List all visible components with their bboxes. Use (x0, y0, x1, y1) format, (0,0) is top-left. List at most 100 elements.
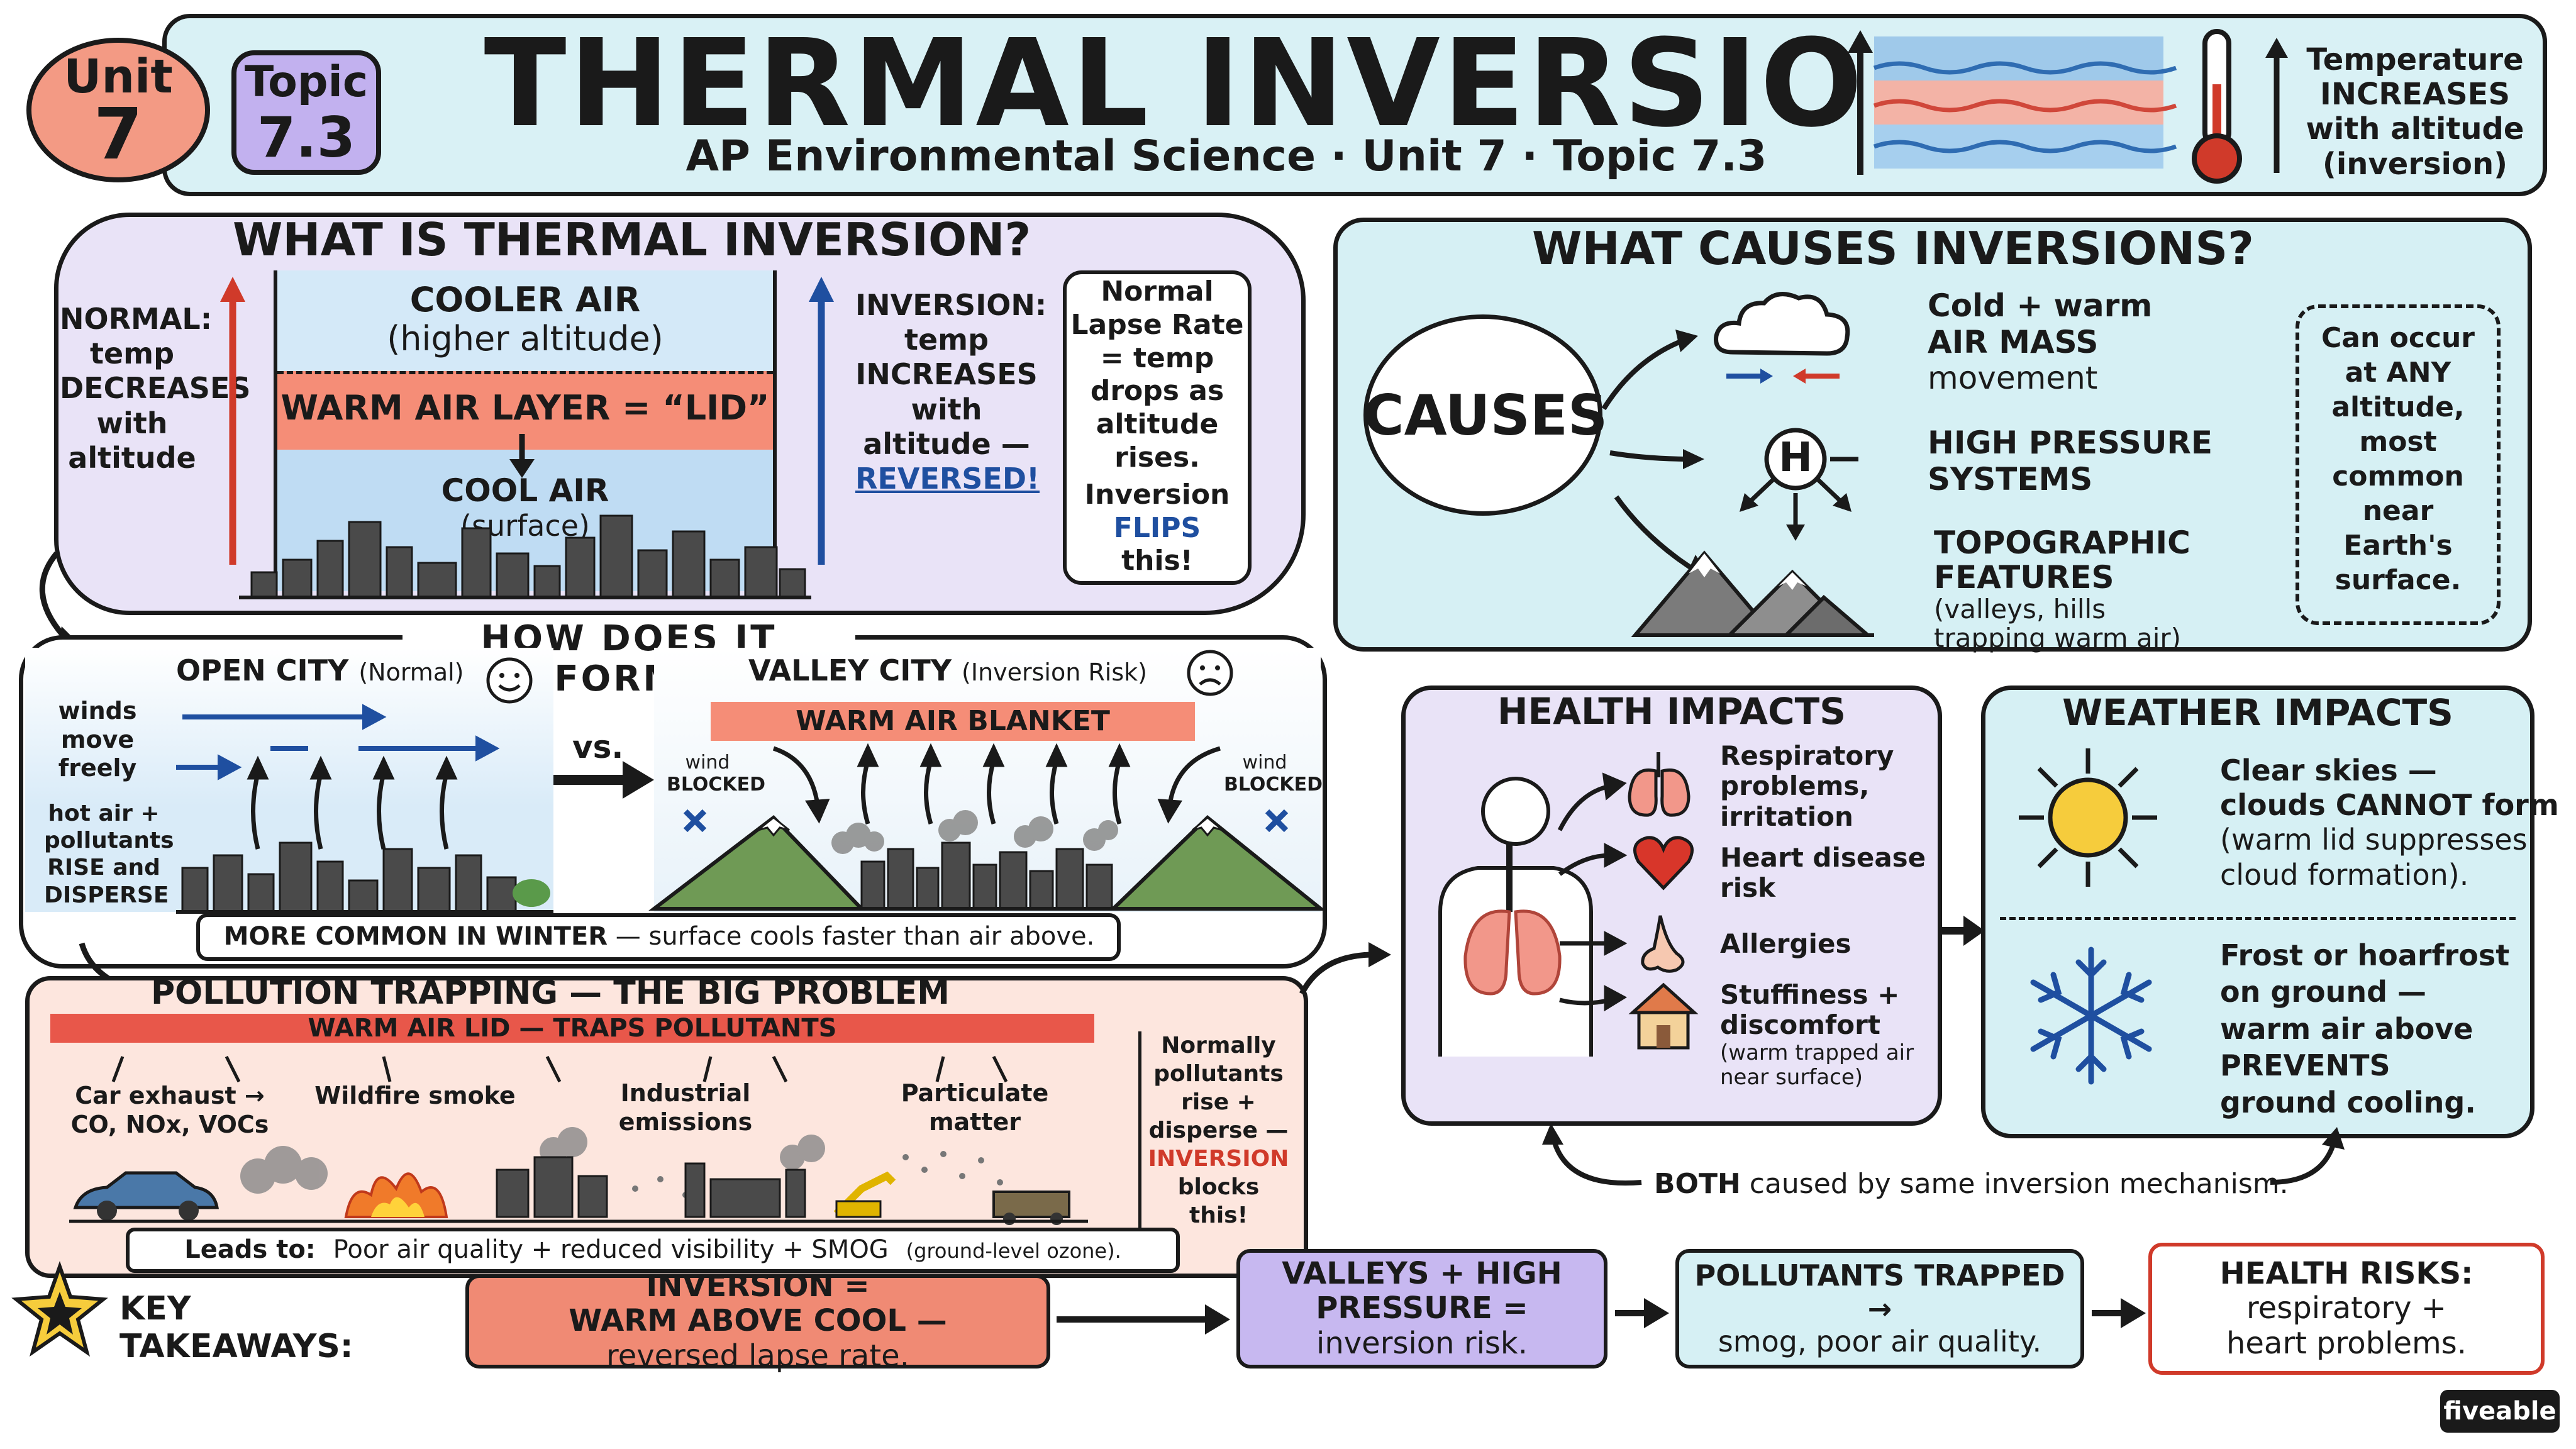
connector-arrow-4 (1942, 916, 1985, 946)
open-city-sub: (Normal) (358, 658, 464, 686)
cause-note-4: most (2359, 426, 2437, 458)
vs-label: vs. (572, 729, 624, 765)
topic-number: 7.3 (257, 105, 355, 170)
cause-1-line-1: Cold + warm (1928, 287, 2153, 324)
cooler-air-line-2: (higher altitude) (387, 319, 663, 359)
connector-arrow-3 (1299, 942, 1391, 996)
house-icon (1628, 982, 1699, 1050)
key-takeaways-label: KEY TAKEAWAYS: (119, 1290, 353, 1366)
heart-line-1: Heart disease (1720, 842, 1926, 873)
takeaway-2-line-1: VALLEYS + HIGH (1282, 1256, 1562, 1292)
cause-2-line-2: SYSTEMS (1928, 460, 2093, 497)
leads-bold: Leads to: (184, 1235, 316, 1264)
open-city-skyline (176, 841, 553, 914)
clear-line-1: Clear skies — (2220, 753, 2437, 787)
takeaway-3-line-2: smog, poor air quality. (1718, 1324, 2042, 1359)
note-line-1: Normal (1101, 275, 1214, 308)
weather-panel (1981, 686, 2534, 1138)
side-end: blocks this! (1177, 1174, 1260, 1228)
health-arrows (1557, 772, 1628, 1012)
stuffiness-sub-2: near surface) (1720, 1064, 1863, 1090)
inversion-line-1: INVERSION: (855, 288, 1047, 322)
stuffiness-sub-1: (warm trapped air (1720, 1040, 1914, 1065)
cause-note-2: at ANY (2345, 357, 2451, 389)
frost-line-3: warm air above (2220, 1011, 2473, 1046)
heart-icon (1633, 836, 1694, 891)
star-icon (11, 1261, 108, 1357)
winds-line-2: move (60, 725, 135, 753)
fiveable-logo[interactable]: fiveable (2440, 1390, 2560, 1433)
causes-side-note (2296, 304, 2501, 625)
respiratory-line-3: irritation (1720, 801, 1853, 832)
inversion-label: INVERSION: temp INCREASES with altitude … (855, 288, 1047, 496)
lapse-rate-text: Normal Lapse Rate = temp drops as altitu… (1069, 275, 1245, 578)
takeaway-1-line-1: INVERSION = (646, 1269, 870, 1304)
cause-note-6: near (2362, 495, 2434, 527)
valley-city-title: VALLEY CITY (Inversion Risk) (748, 654, 1147, 687)
both-arrows (1542, 1123, 2345, 1186)
cause-topographic: TOPOGRAPHIC FEATURES (valleys, hills tra… (1934, 526, 2190, 653)
stuffiness-line-2: discomfort (1720, 1009, 1880, 1041)
source-particulate-line-1: Particulate (901, 1079, 1049, 1107)
warm-air-blanket: WARM AIR BLANKET (711, 702, 1195, 741)
respiratory-line-2: problems, (1720, 770, 1870, 802)
clear-line-3: (warm lid suppresses (2220, 823, 2528, 857)
snowflake-icon (2030, 947, 2152, 1085)
frost-line-2: on ground — (2220, 975, 2427, 1009)
note-flips: FLIPS (1113, 511, 1201, 544)
source-car: Car exhaust → CO, NOx, VOCs (69, 1082, 270, 1139)
winter-note-text: MORE COMMON IN WINTER — surface cools fa… (200, 922, 1118, 951)
takeaway-arrow-1 (1057, 1304, 1230, 1335)
unit-badge (26, 38, 210, 182)
weather-divider (2000, 917, 2516, 920)
cause-note-1: Can occur (2321, 322, 2475, 354)
winter-note (196, 913, 1121, 961)
cause-note-7: Earth's (2343, 530, 2453, 562)
takeaway-4-line-2: respiratory + (2246, 1291, 2446, 1326)
open-city-title: OPEN CITY (Normal) (176, 654, 464, 687)
normal-line-5: altitude (68, 440, 196, 475)
valley-scene (648, 743, 1326, 911)
header-legend-text: Temperature INCREASES with altitude (inv… (2302, 42, 2528, 182)
page-title: THERMAL INVERSION (484, 14, 1969, 154)
hot-air-line-1: hot air + (48, 801, 160, 826)
cause-3-line-1: TOPOGRAPHIC (1934, 525, 2190, 561)
hot-air-line-4: DISPERSE (44, 882, 169, 908)
pollution-heading: POLLUTION TRAPPING — THE BIG PROBLEM (150, 974, 950, 1012)
warm-air-lid: WARM AIR LID — TRAPS POLLUTANTS (50, 1014, 1094, 1043)
frost-line-1: Frost or hoarfrost (2220, 938, 2510, 972)
legend-line-2: INCREASES (2319, 77, 2511, 113)
what-is-heading: WHAT IS THERMAL INVERSION? (233, 213, 1031, 266)
causes-circle (1363, 314, 1602, 516)
city-skyline (239, 514, 811, 599)
unit-number: 7 (94, 94, 143, 175)
winter-rest: — surface cools faster than air above. (608, 922, 1095, 951)
takeaway-arrow-3 (2092, 1298, 2146, 1328)
valley-city-sub: (Inversion Risk) (962, 658, 1147, 686)
takeaway-1-line-3: reversed lapse rate. (606, 1338, 909, 1374)
cause-3-line-2: FEATURES (1934, 559, 2114, 596)
takeaway-box-4: HEALTH RISKS: respiratory + heart proble… (2148, 1243, 2545, 1375)
side-line-2: pollutants (1153, 1061, 1284, 1087)
weather-heading: WEATHER IMPACTS (2062, 691, 2453, 734)
layered-air-icon (1848, 30, 2177, 175)
health-item-respiratory: Respiratory problems, irritation (1720, 740, 1894, 832)
warm-layer-band (277, 371, 773, 450)
takeaway-box-1: INVERSION = WARM ABOVE COOL — reversed l… (465, 1269, 1050, 1373)
valley-city-label: VALLEY CITY (748, 653, 952, 687)
winds-label: winds move freely (44, 697, 151, 783)
unit-label: Unit (64, 50, 173, 104)
hot-air-label: hot air + pollutants RISE and DISPERSE (44, 800, 174, 909)
side-inversion: INVERSION (1148, 1146, 1289, 1172)
cause-high-pressure: HIGH PRESSURE SYSTEMS (1928, 425, 2212, 497)
winds-line-1: winds (58, 697, 137, 724)
happy-face-icon (486, 657, 533, 704)
topic-badge (231, 50, 381, 175)
takeaway-arrow-2 (1615, 1298, 1669, 1328)
wind-right-line-1: wind (1242, 752, 1287, 774)
source-industrial-line-2: emissions (618, 1108, 753, 1136)
sun-icon (2019, 748, 2157, 887)
note-line-5: altitude (1096, 408, 1219, 441)
causes-side-note-text: Can occur at ANY altitude, most common n… (2299, 321, 2497, 597)
frost-line-4: PREVENTS (2220, 1048, 2390, 1083)
